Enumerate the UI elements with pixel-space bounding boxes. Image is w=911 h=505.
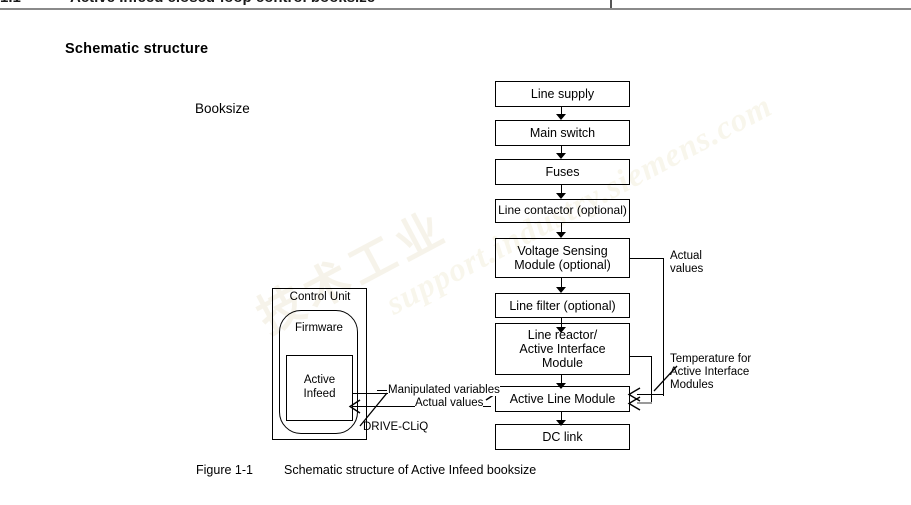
variant-label: Booksize — [195, 101, 250, 116]
leader-temperature — [653, 365, 678, 392]
figure-caption: Figure 1-1 Schematic structure of Active … — [196, 463, 536, 477]
flow-box-line-supply-label: Line supply — [530, 87, 595, 101]
route-vsm-horizontal — [630, 258, 664, 260]
connector-line-supply-to-main-switch — [556, 107, 568, 120]
flow-box-dc-link: DC link — [495, 424, 630, 450]
section-title: Schematic structure — [65, 41, 209, 57]
flow-box-line-reactor-line2: Active Interface — [519, 342, 606, 356]
flow-box-line-reactor-line1: Line reactor/ — [527, 328, 598, 342]
control-unit-box — [272, 288, 367, 440]
header-page-number: 1.1 — [0, 0, 21, 6]
arrowhead-reactor-into-alm — [627, 396, 641, 411]
flow-box-line-reactor-line3: Module — [542, 356, 583, 370]
flow-box-active-line-module: Active Line Module — [495, 386, 630, 412]
label-manipulated-variables: Manipulated variables — [388, 384, 500, 396]
route-reactor-to-alm — [637, 402, 652, 404]
arrowhead-actual-values — [348, 399, 361, 414]
route-vsm-to-alm — [637, 394, 664, 396]
flow-box-line-filter: Line filter (optional) — [495, 293, 630, 318]
active-infeed-line1: Active — [303, 374, 336, 387]
page-header: 1.1 Active Infeed closed-loop control bo… — [0, 0, 911, 9]
annotation-temperature-line3: Modules — [670, 379, 714, 392]
control-unit-title: Control Unit — [289, 291, 351, 303]
connector-line-contactor-to-voltage-sensing — [556, 223, 568, 238]
firmware-title: Firmware — [295, 322, 343, 334]
flow-box-line-contactor: Line contactor (optional) — [495, 199, 630, 223]
annotation-actual-values-right: Actual values — [670, 250, 703, 276]
figure-caption-text: Schematic structure of Active Infeed boo… — [284, 463, 537, 477]
route-reactor-vertical — [651, 356, 653, 403]
annotation-actual-values-right-line1: Actual — [670, 250, 702, 262]
annotation-temperature-line2: Active Interface — [670, 366, 750, 379]
firmware-shape — [279, 310, 358, 434]
header-running-title: Active Infeed closed-loop control booksi… — [70, 0, 375, 6]
header-rule — [0, 8, 911, 10]
flow-box-voltage-sensing-module: Voltage Sensing Module (optional) — [495, 238, 630, 278]
figure-caption-number: Figure 1-1 — [196, 463, 253, 477]
connector-voltage-sensing-to-line-filter — [556, 278, 568, 293]
label-drive-cliq: DRIVE-CLiQ — [363, 421, 429, 433]
flow-box-fuses-label: Fuses — [545, 165, 580, 179]
flow-box-voltage-sensing-line1: Voltage Sensing — [517, 244, 608, 258]
flow-box-fuses: Fuses — [495, 159, 630, 185]
connector-fuses-to-line-contactor — [556, 185, 568, 199]
annotation-temperature-line1: Temperature for — [670, 353, 752, 365]
flow-box-line-supply: Line supply — [495, 81, 630, 107]
annotation-temperature: Temperature for Active Interface Modules — [670, 353, 751, 393]
flow-box-main-switch: Main switch — [495, 120, 630, 146]
flow-box-line-filter-label: Line filter (optional) — [509, 298, 616, 313]
route-reactor-horizontal — [630, 356, 652, 358]
route-vsm-vertical — [663, 258, 665, 396]
header-tick-mark — [610, 0, 612, 9]
leader-drive-cliq — [359, 392, 388, 427]
active-infeed-line2: Infeed — [303, 388, 336, 400]
label-actual-values-left: Actual values — [415, 397, 484, 409]
flow-box-main-switch-label: Main switch — [529, 126, 596, 140]
flow-box-dc-link-label: DC link — [542, 430, 583, 444]
connector-active-line-module-to-dc-link — [556, 412, 568, 426]
connector-main-switch-to-fuses — [556, 146, 568, 159]
active-infeed-function-box: Active Infeed — [286, 355, 353, 421]
flow-box-line-reactor: Line reactor/ Active Interface Module — [495, 323, 630, 375]
annotation-actual-values-right-line2: values — [670, 263, 704, 276]
flow-box-line-contactor-label: Line contactor (optional) — [498, 203, 627, 218]
link-label-tick — [377, 390, 387, 392]
flow-box-active-line-module-label: Active Line Module — [509, 392, 616, 406]
flow-box-voltage-sensing-line2: Module (optional) — [514, 258, 611, 272]
